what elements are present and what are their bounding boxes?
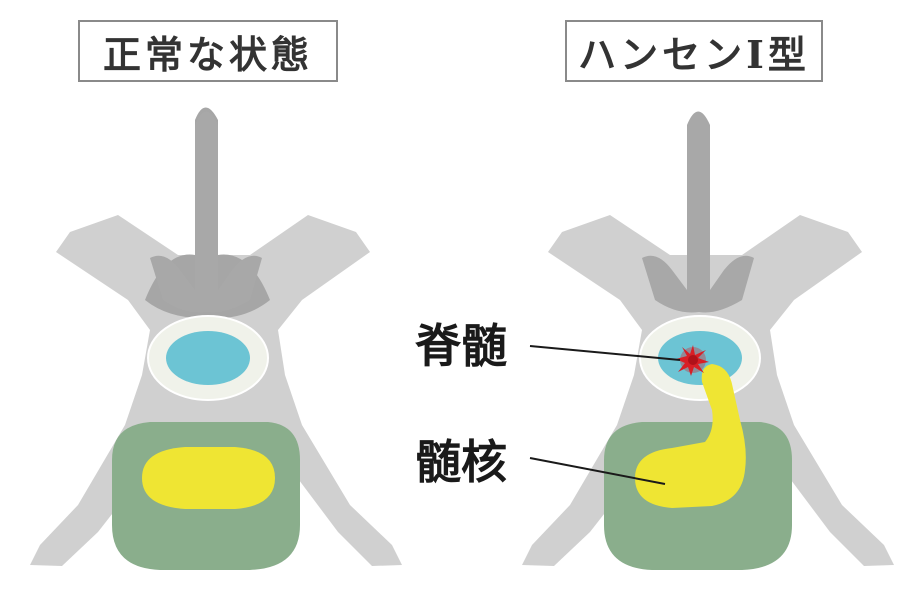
compression-lesion [676, 345, 709, 376]
leader-line-nucleus-pulposus [529, 457, 666, 485]
label-nucleus-pulposus: 髄核 [415, 435, 507, 489]
title-hansen-type-1: ハンセンI型 [565, 20, 823, 82]
leader-line-spinal-cord [529, 345, 681, 361]
vertebra-hansen [522, 111, 894, 570]
nucleus-pulposus-normal [142, 447, 275, 509]
title-normal-state: 正常な状態 [78, 20, 338, 82]
label-spinal-cord: 脊髄 [415, 319, 507, 373]
spinous-process-hansen [642, 111, 754, 313]
vertebra-normal [30, 107, 402, 570]
spinous-process-normal [150, 111, 262, 313]
herniated-nucleus-pulposus [635, 364, 746, 508]
spinal-cord-normal [166, 331, 250, 385]
